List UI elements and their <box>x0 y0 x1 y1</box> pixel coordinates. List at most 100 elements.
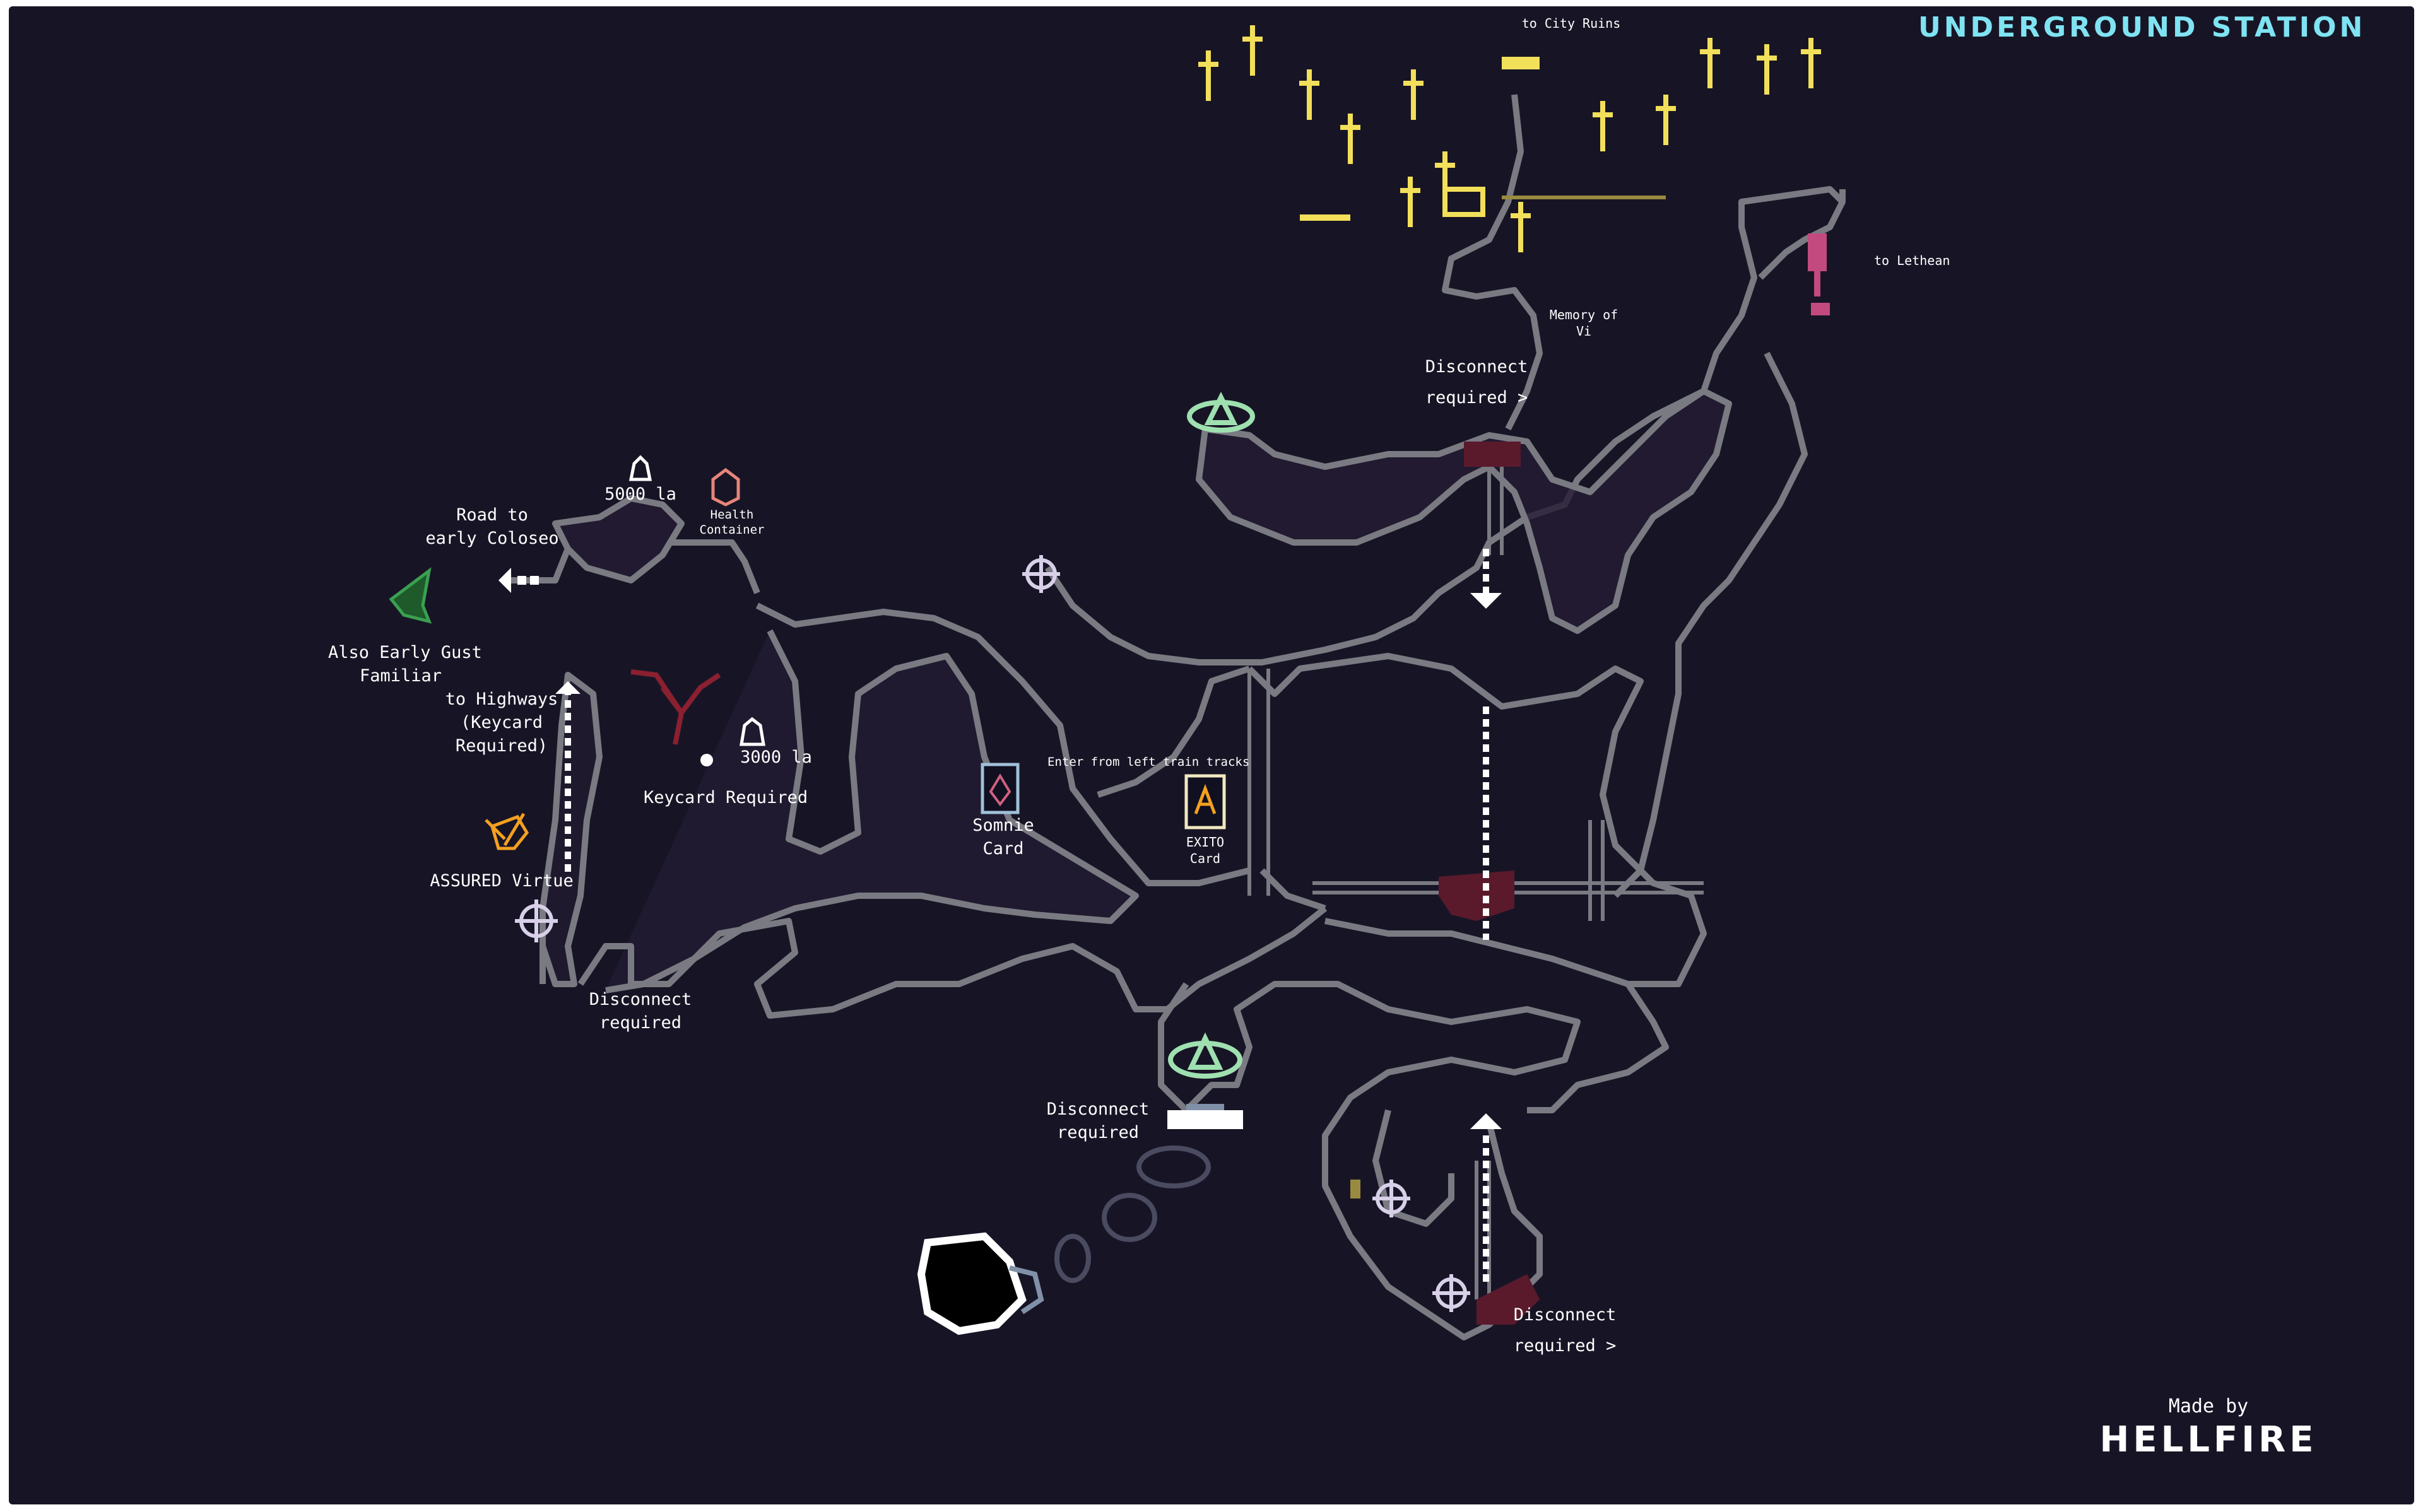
compass-icon <box>1022 555 1060 593</box>
label-to-lethean: to Lethean <box>1874 253 1950 268</box>
label-disconnect-bottom-mid-line1: Disconnect <box>1046 1099 1150 1119</box>
label-enter-from-left: Enter from left train tracks <box>1047 755 1250 769</box>
small-gold-marker <box>1350 1180 1360 1198</box>
label-5000-la: 5000 la <box>604 484 676 504</box>
corridor-left-lower <box>539 921 634 986</box>
crimson-areas <box>1439 442 1540 1325</box>
room-upper-right <box>1196 388 1732 634</box>
mint-emblems <box>1168 392 1255 1079</box>
credits-made-by: Made by <box>2168 1395 2249 1417</box>
elevator-arrows <box>498 568 1502 1129</box>
corridor-lower-loop <box>631 906 1328 1019</box>
compass-icon <box>1432 1274 1470 1312</box>
keycard-icon <box>700 754 713 766</box>
compass-emblems <box>515 555 1470 1312</box>
compass-icon <box>1372 1180 1410 1217</box>
elevator-arrow-icon <box>555 681 581 694</box>
label-also-early-gust-line2: Familiar <box>359 666 442 686</box>
label-disconnect-top-line1: Disconnect <box>1425 357 1528 377</box>
label-somnie-card: Somnie Card <box>959 814 1047 860</box>
label-memory-of-vi-line1: Memory of <box>1549 307 1618 322</box>
map-frame <box>9 6 2414 1504</box>
gold-cross-icon <box>1801 38 1821 88</box>
label-somnie-card-line2: Card <box>982 839 1024 859</box>
label-assured-virtue: ASSURED Virtue <box>430 871 574 891</box>
label-to-highways-line1: to Highways <box>445 689 558 709</box>
room-left-upper <box>552 495 685 583</box>
gold-cross-icon <box>1700 38 1720 88</box>
label-to-highways: to Highways (Keycard Required) <box>442 688 562 758</box>
lethean-door <box>1808 233 1830 315</box>
label-disconnect-left-line2: required <box>599 1013 682 1033</box>
room-central-left <box>605 629 1139 993</box>
label-also-early-gust: Also Early Gust Familiar <box>328 641 482 688</box>
label-memory-of-vi: Memory of Vi <box>1527 307 1641 339</box>
label-road-to-coliseo-line2: early Coloseo <box>425 529 559 548</box>
white-bell-icon <box>917 1232 1027 1335</box>
crimson-tree-icon <box>630 669 721 745</box>
label-also-early-gust-line1: Also Early Gust <box>328 643 482 662</box>
corridor-network <box>505 94 1846 1340</box>
corridor-upper-main <box>755 602 1251 886</box>
label-health-container: Health Container <box>688 507 776 537</box>
elevator-arrow-icon <box>498 568 511 593</box>
corridor-right-link <box>1613 351 1808 898</box>
corridor-lower-right-loop <box>1527 982 1669 1113</box>
crimson-block-right <box>1439 870 1514 921</box>
credits-author: HELLFIRE <box>2099 1419 2318 1460</box>
label-road-to-coliseo-line1: Road to <box>456 505 528 525</box>
label-memory-of-vi-line2: Vi <box>1576 324 1592 339</box>
mint-emblem-icon <box>1187 392 1255 433</box>
corridor-bottom-inner <box>1372 1109 1454 1227</box>
label-somnie-card-line1: Somnie <box>972 816 1034 835</box>
elevator-arrow-icon <box>1470 1113 1502 1129</box>
health-container-icon <box>711 467 740 507</box>
label-disconnect-bottom-right-line1: Disconnect <box>1513 1305 1617 1325</box>
gold-cross-icon <box>1242 25 1263 76</box>
gold-cross-icon <box>1757 44 1777 95</box>
label-exito-card-line2: Card <box>1189 851 1221 866</box>
label-exito-card-line1: EXITO <box>1186 835 1225 850</box>
collectibles <box>389 455 1360 1198</box>
label-to-highways-line3: Required) <box>455 736 548 756</box>
crimson-block-bottom <box>1477 1274 1540 1325</box>
gold-cross-icon <box>1400 177 1420 227</box>
gold-crosses <box>1198 25 1821 252</box>
map-title: UNDERGROUND STATION <box>1918 11 2366 44</box>
gold-cross-icon <box>1403 69 1424 120</box>
exito-card-icon <box>1184 774 1226 829</box>
gold-cross-icon <box>1340 114 1360 164</box>
label-road-to-coliseo: Road to early Coloseo <box>416 503 568 550</box>
label-disconnect-bottom-right: Disconnect required > <box>1508 1303 1622 1357</box>
label-exito-card: EXITO Card <box>1167 834 1243 867</box>
label-disconnect-bottom-mid: Disconnect required <box>1041 1098 1155 1144</box>
label-disconnect-top: Disconnect required > <box>1420 355 1533 409</box>
corridor-center-main <box>1097 665 1326 911</box>
label-disconnect-bottom-mid-line2: required <box>1056 1123 1140 1142</box>
label-disconnect-left: Disconnect required <box>584 988 697 1034</box>
pink-door-icon <box>1808 233 1827 271</box>
corridor-central-right <box>1247 653 1707 987</box>
label-to-highways-line2: (Keycard <box>460 713 543 732</box>
corridor-top-vertical <box>1442 94 1543 431</box>
gold-cross-icon <box>1299 69 1319 120</box>
bell-room <box>917 1104 1243 1335</box>
gold-cross-icon <box>1593 101 1613 151</box>
corridor-lethean <box>1758 189 1846 280</box>
label-3000-la: 3000 la <box>740 747 812 767</box>
label-health-container-line1: Health <box>710 508 754 522</box>
somnie-card-icon <box>981 763 1020 814</box>
orange-virtue-icon <box>485 812 529 850</box>
label-health-container-line2: Container <box>699 523 765 537</box>
green-gust-icon <box>389 567 432 624</box>
compass-icon <box>515 900 558 942</box>
elevator-arrow-icon <box>1470 593 1502 609</box>
gold-cross-icon <box>1511 202 1531 252</box>
label-to-city-ruins: to City Ruins <box>1521 16 1621 31</box>
lumen-statue-icon <box>628 455 765 746</box>
gold-cross-icon <box>1656 95 1676 145</box>
crimson-block-upper <box>1464 442 1521 467</box>
mint-emblem-icon <box>1168 1032 1242 1079</box>
label-disconnect-left-line1: Disconnect <box>589 990 692 1009</box>
